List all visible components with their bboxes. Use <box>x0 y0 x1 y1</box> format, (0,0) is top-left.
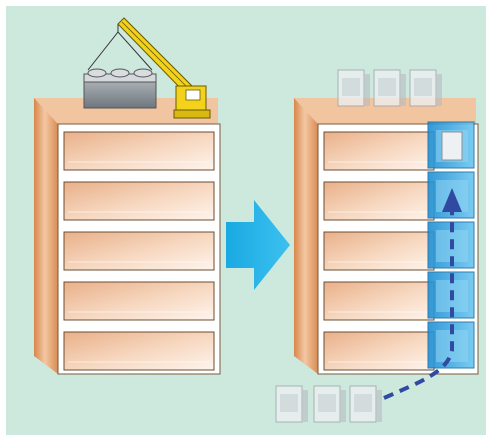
outdoor-unit-grille <box>342 78 360 96</box>
outdoor-unit-icon <box>442 132 462 160</box>
left-building-floor <box>64 182 214 220</box>
ground-outdoor-units <box>276 386 382 422</box>
outdoor-unit-side <box>302 390 308 422</box>
right-building-floor <box>324 232 434 270</box>
outdoor-unit-side <box>376 390 382 422</box>
right-building-floor <box>324 182 434 220</box>
outdoor-unit-side <box>436 74 442 106</box>
outdoor-unit-grille <box>378 78 396 96</box>
right-building-side <box>294 98 318 374</box>
outdoor-unit-side <box>364 74 370 106</box>
right-building-floor <box>324 332 434 370</box>
left-building-floor <box>64 332 214 370</box>
left-building-floor <box>64 232 214 270</box>
rooftop-outdoor-units <box>338 70 442 106</box>
outdoor-unit-grille <box>414 78 432 96</box>
left-building-floor <box>64 132 214 170</box>
outdoor-unit-side <box>400 74 406 106</box>
outdoor-unit-grille <box>318 394 336 412</box>
right-building-floors <box>324 132 434 370</box>
right-building-floor <box>324 132 434 170</box>
outdoor-unit-grille <box>354 394 372 412</box>
left-building <box>34 98 220 374</box>
outdoor-unit-side <box>340 390 346 422</box>
left-building-floors <box>64 132 214 370</box>
left-building-side <box>34 98 58 374</box>
outdoor-unit-grille <box>280 394 298 412</box>
left-building-floor <box>64 282 214 320</box>
right-building-floor <box>324 282 434 320</box>
